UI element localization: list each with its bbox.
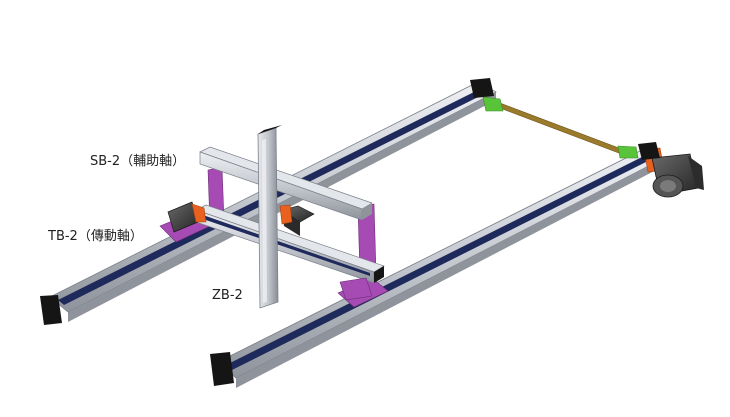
end-cap-back-right <box>470 78 494 98</box>
beam-sb2 <box>199 146 373 221</box>
label-sb2: SB-2（輔助軸） <box>90 154 186 169</box>
end-cap-back-left <box>40 295 62 325</box>
label-tb2: TB-2（傳動軸） <box>48 229 143 244</box>
beam-tb2 <box>195 204 385 284</box>
coupling-green-front <box>617 145 639 159</box>
column-zb2 <box>257 125 282 309</box>
coupling-green-back <box>482 96 504 112</box>
tb2-motor-icon <box>167 201 207 233</box>
rail-front-right <box>217 147 665 388</box>
bracket-front-block <box>339 277 373 301</box>
motor-icon <box>643 147 704 198</box>
end-cap-front-left <box>210 352 234 386</box>
label-zb2: ZB-2 <box>212 288 243 303</box>
column-carriage <box>279 204 315 236</box>
end-cap-front-right <box>638 142 660 160</box>
drive-shaft <box>499 102 625 156</box>
